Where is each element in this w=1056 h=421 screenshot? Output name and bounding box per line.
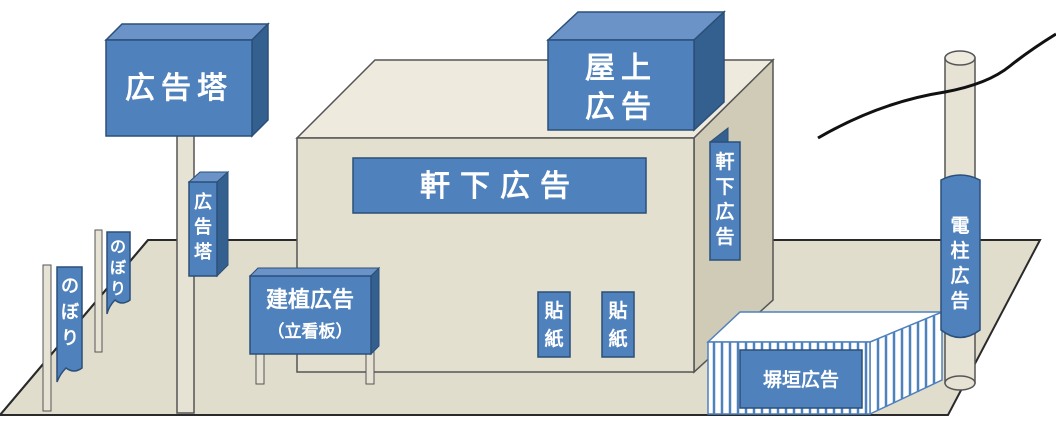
poster-2-char-1: 貼 <box>608 299 627 322</box>
rooftop-sign-label-line2: 広告 <box>585 90 657 125</box>
eaves-sign-front: 軒下広告 <box>352 157 647 214</box>
poster-1-char-2: 紙 <box>544 327 563 350</box>
eaves-sign-side-char-4: 告 <box>715 225 734 248</box>
signboard-leg-left <box>255 349 265 385</box>
pole-sign-char-4: 告 <box>950 289 969 312</box>
nobori-flag-left: の ぼ り <box>42 264 83 412</box>
fence: 塀垣広告 <box>706 310 944 416</box>
poster-1-char-1: 貼 <box>544 299 563 322</box>
nobori-flag-right: の ぼ り <box>94 229 131 353</box>
eaves-sign-front-label: 軒下広告 <box>420 169 580 204</box>
pole-sign-char-3: 広 <box>950 264 969 287</box>
nobori-right-char-3: り <box>110 279 126 298</box>
advertising-tower-large: 広告塔 <box>104 22 270 414</box>
nobori-right-char-2: ぼ <box>110 258 127 277</box>
poster-2-char-2: 紙 <box>608 327 627 350</box>
tower-large-label: 広告塔 <box>125 71 233 106</box>
signboard-leg-right <box>365 349 375 385</box>
poster-2: 貼 紙 <box>601 291 635 358</box>
pole-sign-char-1: 電 <box>950 215 969 237</box>
nobori-left-pole <box>42 264 52 412</box>
fence-sign <box>739 349 863 409</box>
rooftop-sign: 屋上 広告 <box>546 10 726 132</box>
rooftop-sign-label-line1: 屋上 <box>585 51 657 86</box>
tower-small-char-3: 塔 <box>194 241 213 263</box>
nobori-right-char-1: の <box>110 237 126 256</box>
tower-small-char-1: 広 <box>194 191 212 213</box>
signboard-label-line2: （立看板） <box>268 321 353 342</box>
pole-sign-char-2: 柱 <box>950 239 969 262</box>
nobori-left-char-1: の <box>61 276 79 297</box>
nobori-right-pole <box>94 229 103 353</box>
eaves-sign-side: 軒 下 広 告 <box>709 126 741 262</box>
eaves-sign-side-char-3: 広 <box>715 200 734 223</box>
eaves-sign-side-char-1: 軒 <box>715 151 734 173</box>
tower-small-char-2: 告 <box>194 216 212 238</box>
poster-1: 貼 紙 <box>537 291 571 358</box>
nobori-left-char-3: り <box>61 328 79 349</box>
nobori-left-char-2: ぼ <box>61 302 80 323</box>
pole-sign: 電 柱 広 告 <box>940 174 981 339</box>
power-line <box>817 32 1056 140</box>
advertising-tower-small: 広 告 塔 <box>187 170 230 278</box>
eaves-sign-side-char-2: 下 <box>715 176 734 198</box>
fence-sign-label: 塀垣広告 <box>763 368 839 391</box>
signboard-label-line1: 建植広告 <box>266 287 354 313</box>
standing-signboard: 建植広告 （立看板） <box>248 266 381 385</box>
